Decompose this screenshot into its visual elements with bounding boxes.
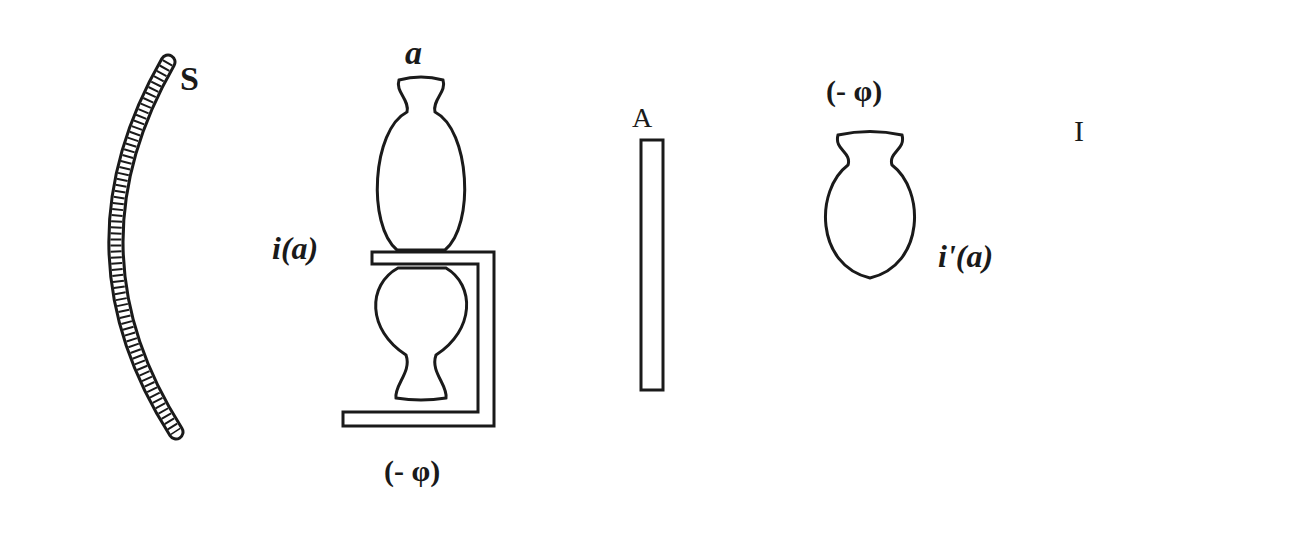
object-label: a — [405, 36, 422, 70]
phallus-label: (- φ) — [826, 76, 882, 106]
plane-mirror — [641, 140, 663, 390]
inverted-vase — [376, 268, 467, 400]
mirror-label: A — [632, 104, 652, 132]
concave-mirror — [116, 62, 176, 432]
mirror-label: S — [180, 62, 199, 96]
image-label: i'(a) — [938, 240, 993, 272]
vase — [377, 77, 464, 250]
shelf-bracket — [343, 252, 494, 426]
image-label: i(a) — [272, 232, 318, 264]
virtual-vase — [825, 132, 914, 279]
ideal-label: I — [1074, 116, 1084, 146]
phallus-label: (- φ) — [384, 456, 440, 486]
